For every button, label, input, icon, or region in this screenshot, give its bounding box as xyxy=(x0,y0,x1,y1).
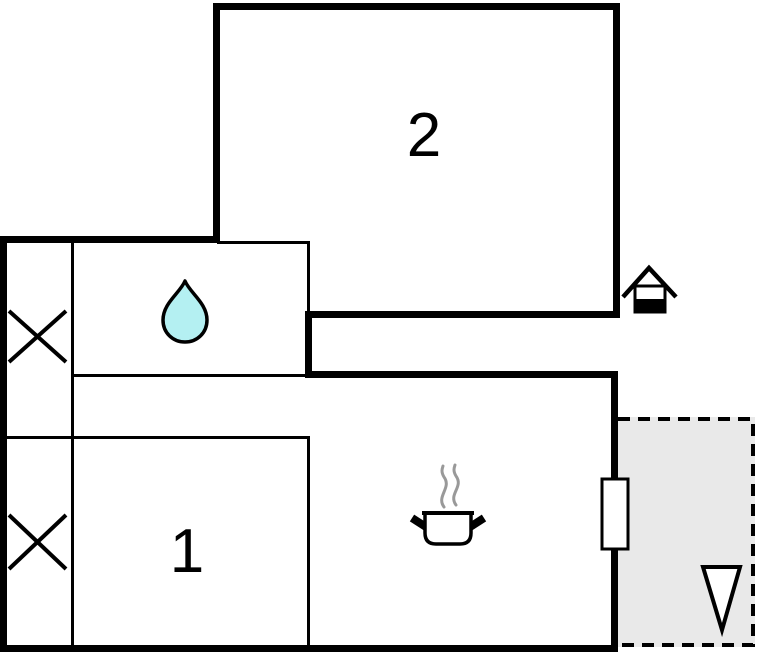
wall-room2-right xyxy=(613,3,620,318)
cross-line xyxy=(7,309,68,364)
wall-bath-right xyxy=(307,243,310,312)
steam-line xyxy=(440,464,448,509)
wall-west-top xyxy=(0,236,220,243)
cross-line xyxy=(7,513,68,571)
house-body-lower xyxy=(635,299,665,312)
door-icon xyxy=(600,477,630,551)
wall-left-column-divider xyxy=(71,243,74,645)
window-cross-icon xyxy=(7,513,68,571)
water-drop-icon xyxy=(161,279,209,344)
wall-bath-top xyxy=(217,241,310,244)
wall-room1-right xyxy=(307,439,310,645)
room-2-label: 2 xyxy=(407,101,441,170)
wall-bath-bottom xyxy=(71,374,310,377)
wall-room2-bottom xyxy=(305,311,620,318)
cooking-pot-icon xyxy=(409,463,487,546)
wall-connector xyxy=(305,311,312,378)
wall-kitchen-top xyxy=(305,371,618,378)
terrace-arrow-icon xyxy=(700,565,743,638)
wall-outer-left xyxy=(0,236,7,652)
wall-outer-bottom xyxy=(0,645,618,652)
wall-room2-top xyxy=(213,3,620,10)
interior-walls xyxy=(7,241,310,645)
terrace-area xyxy=(618,417,755,647)
wall-room2-left xyxy=(213,3,220,243)
window-cross-icon xyxy=(7,309,68,364)
room-1-label: 1 xyxy=(170,517,204,586)
steam-icon xyxy=(440,463,460,509)
house-roof xyxy=(621,264,678,299)
entrance-house-icon xyxy=(621,264,678,314)
wall-room1-top xyxy=(7,436,310,439)
pot-body xyxy=(423,511,473,546)
steam-line xyxy=(452,463,460,507)
terrace-dashed-border xyxy=(618,417,755,647)
